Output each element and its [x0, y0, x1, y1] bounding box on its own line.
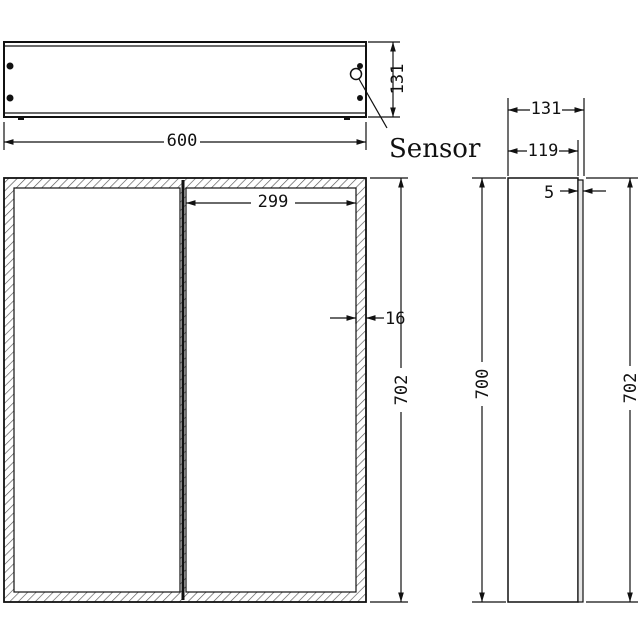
dim-side-inner-depth: 119: [528, 141, 559, 161]
dim-side-height-outer: 702: [621, 373, 640, 404]
side-view: 131 119 5 700 702: [472, 98, 640, 603]
hinge-dot: [6, 94, 14, 102]
dim-front-height: 702: [392, 375, 412, 406]
side-door: [577, 179, 584, 603]
dim-top-width: 600: [167, 131, 198, 151]
hinge-dot: [357, 95, 363, 101]
sensor-icon: [349, 67, 363, 81]
front-view: 299 16 702: [3, 177, 412, 603]
sensor-label: Sensor: [389, 134, 481, 164]
top-view-outline: [3, 41, 367, 118]
side-body: [507, 177, 579, 603]
dim-door-thickness: 5: [544, 183, 554, 203]
dim-side-depth: 131: [531, 99, 562, 119]
sensor-leader-line: [358, 78, 388, 129]
right-door-panel: [185, 187, 357, 593]
dim-frame-width: 16: [385, 309, 405, 329]
dim-door-width: 299: [258, 192, 289, 212]
hinge-dot: [357, 63, 363, 69]
top-view: Sensor 131 600: [3, 41, 481, 164]
dim-side-height-inner: 700: [473, 369, 493, 400]
dim-top-depth: 131: [388, 64, 408, 95]
left-door-panel: [13, 187, 181, 593]
hinge-dot: [6, 62, 14, 70]
